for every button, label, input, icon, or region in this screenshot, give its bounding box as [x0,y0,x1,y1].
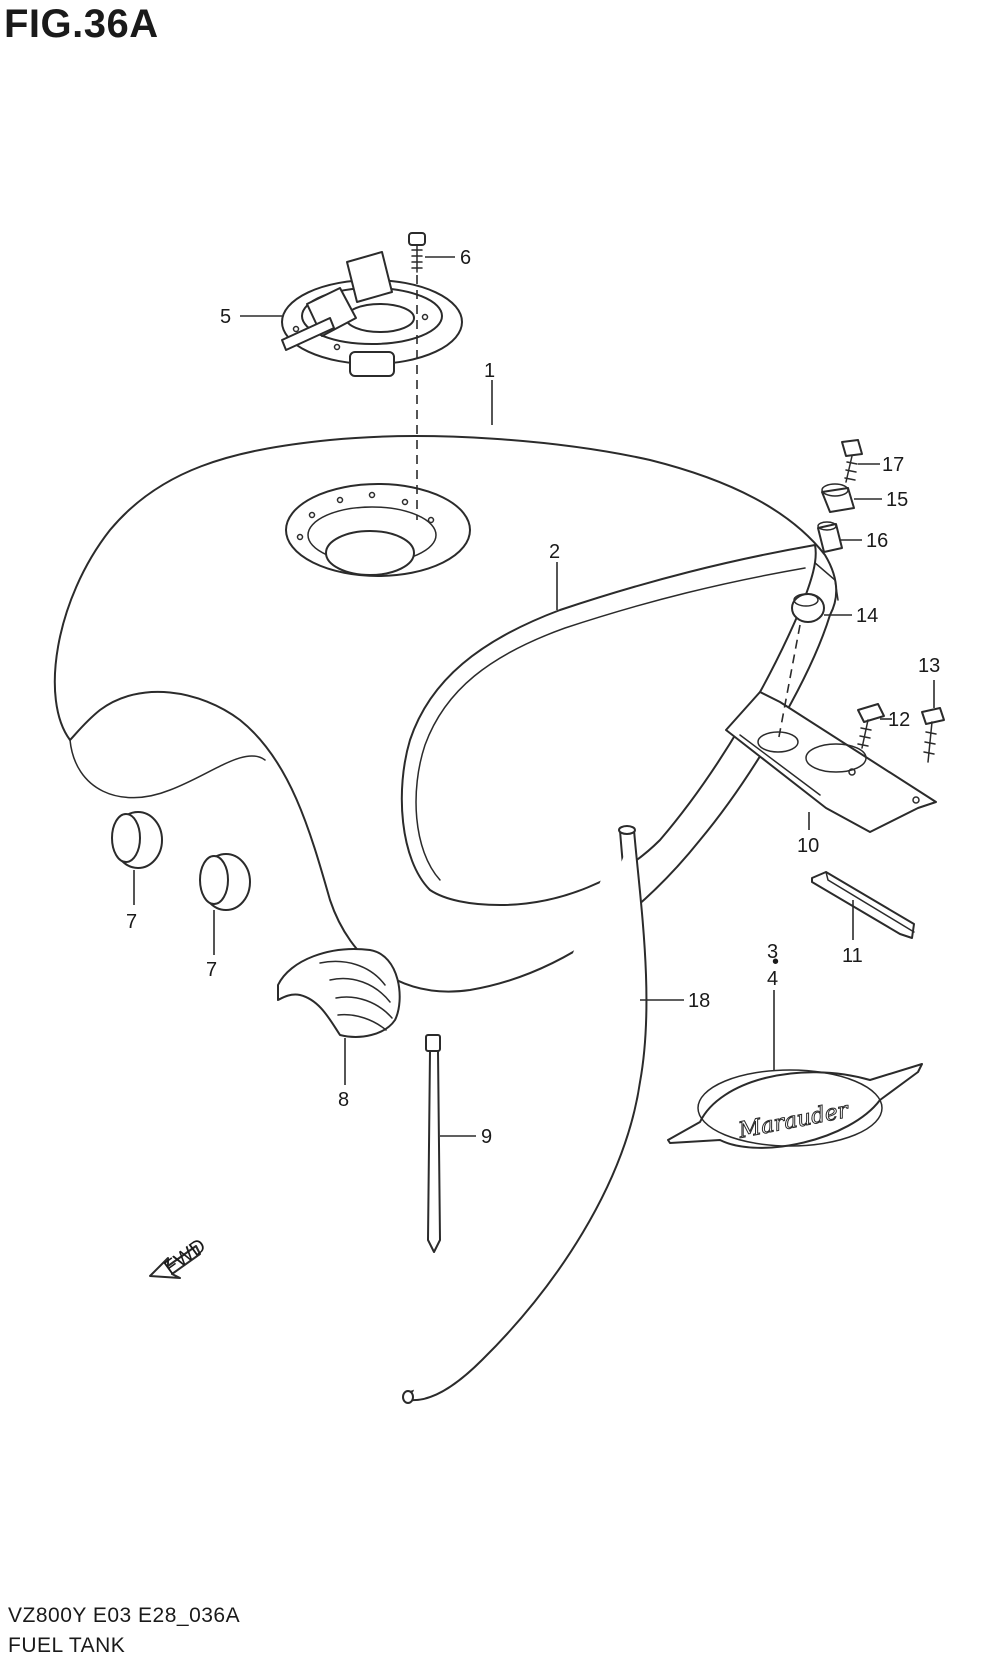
forward-arrow-icon: FWD [149,1235,210,1280]
callout-17: 17 [882,454,904,476]
callout-5: 5 [220,306,231,328]
callout-7a: 7 [126,911,137,933]
callout-6: 6 [460,247,471,269]
bolt-13 [921,707,945,763]
emblem: Marauder [667,1063,923,1149]
callout-separator-dot: • [772,951,779,973]
callout-13: 13 [918,655,940,677]
cushion-15 [821,483,855,513]
callout-10: 10 [797,835,819,857]
callout-9: 9 [481,1126,492,1148]
bolt-12 [857,703,885,749]
cap-7a [111,811,163,869]
callout-3: 3 [767,941,778,963]
filler-bolt-holes [296,491,435,541]
callout-1: 1 [484,360,495,382]
cushion-14 [791,593,825,623]
fuel-cap [281,251,463,377]
diagram-name: FUEL TANK [8,1634,126,1657]
bracket-10 [725,691,937,833]
callout-15: 15 [886,489,908,511]
leader-lines [133,256,935,1137]
screw-6 [408,232,426,273]
bolt-17 [841,439,863,483]
callout-16: 16 [866,530,888,552]
collar-16 [817,521,843,553]
fwd-label: FWD [160,1235,210,1280]
tank-side-panel [400,544,817,906]
callout-labels: 1 2 3 • 4 5 6 7 7 8 9 10 11 12 13 14 15 … [126,247,940,1148]
callout-14: 14 [856,605,878,627]
band-9 [425,1034,441,1253]
callout-11: 11 [842,945,863,967]
diagram-code: VZ800Y E03 E28_036A [8,1604,241,1627]
callout-12: 12 [888,709,910,731]
hose-18 [402,825,648,1404]
figure-title: FIG.36A [4,2,159,46]
cushion-8 [277,948,401,1038]
rubber-strip-11 [811,871,915,939]
callout-7b: 7 [206,959,217,981]
callout-4: 4 [767,968,778,990]
callout-2: 2 [549,541,560,563]
cap-7b [199,853,251,911]
callout-8: 8 [338,1089,349,1111]
callout-18: 18 [688,990,710,1012]
